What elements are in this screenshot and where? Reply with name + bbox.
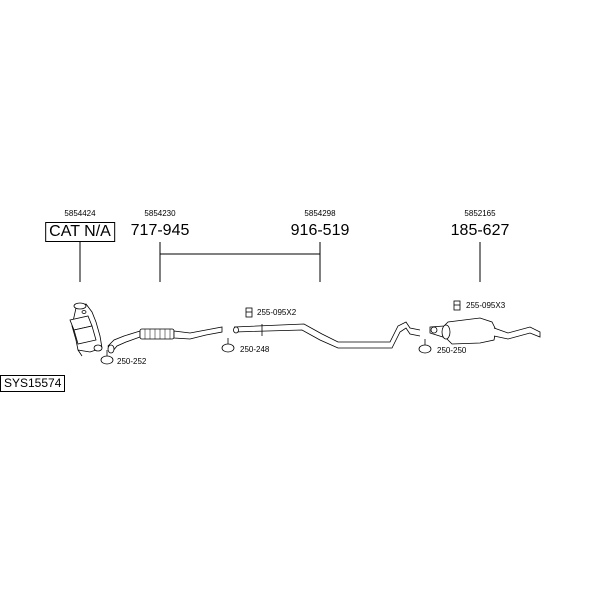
front-pipe [107,326,223,354]
bracket-icon [245,307,253,318]
part-number-middle-pipe: 916-519 [290,222,350,239]
accessory-label: 250-252 [117,357,147,366]
middle-pipe [233,321,421,349]
clamp-icon [418,339,432,354]
part-ref-middle-pipe: 5854298 [304,209,336,218]
clamp-icon [221,338,235,353]
part-ref-catalyst: 5854424 [64,209,96,218]
catalytic-converter [69,302,103,357]
part-number-catalyst: CAT N/A [45,222,115,242]
part-ref-rear-silencer: 5852165 [464,209,496,218]
part-number-front-pipe: 717-945 [130,222,190,239]
accessory-label: 255-095X3 [466,301,506,310]
rear-silencer [429,317,541,345]
accessory-label: 255-095X2 [257,308,297,317]
part-number-rear-silencer: 185-627 [450,222,510,239]
clamp-icon [100,350,114,365]
assembly-code: SYS15574 [0,375,66,392]
leader-lines [79,242,481,282]
bracket-icon [453,300,461,311]
part-ref-front-pipe: 5854230 [144,209,176,218]
accessory-label: 250-250 [437,346,467,355]
accessory-label: 250-248 [240,345,270,354]
